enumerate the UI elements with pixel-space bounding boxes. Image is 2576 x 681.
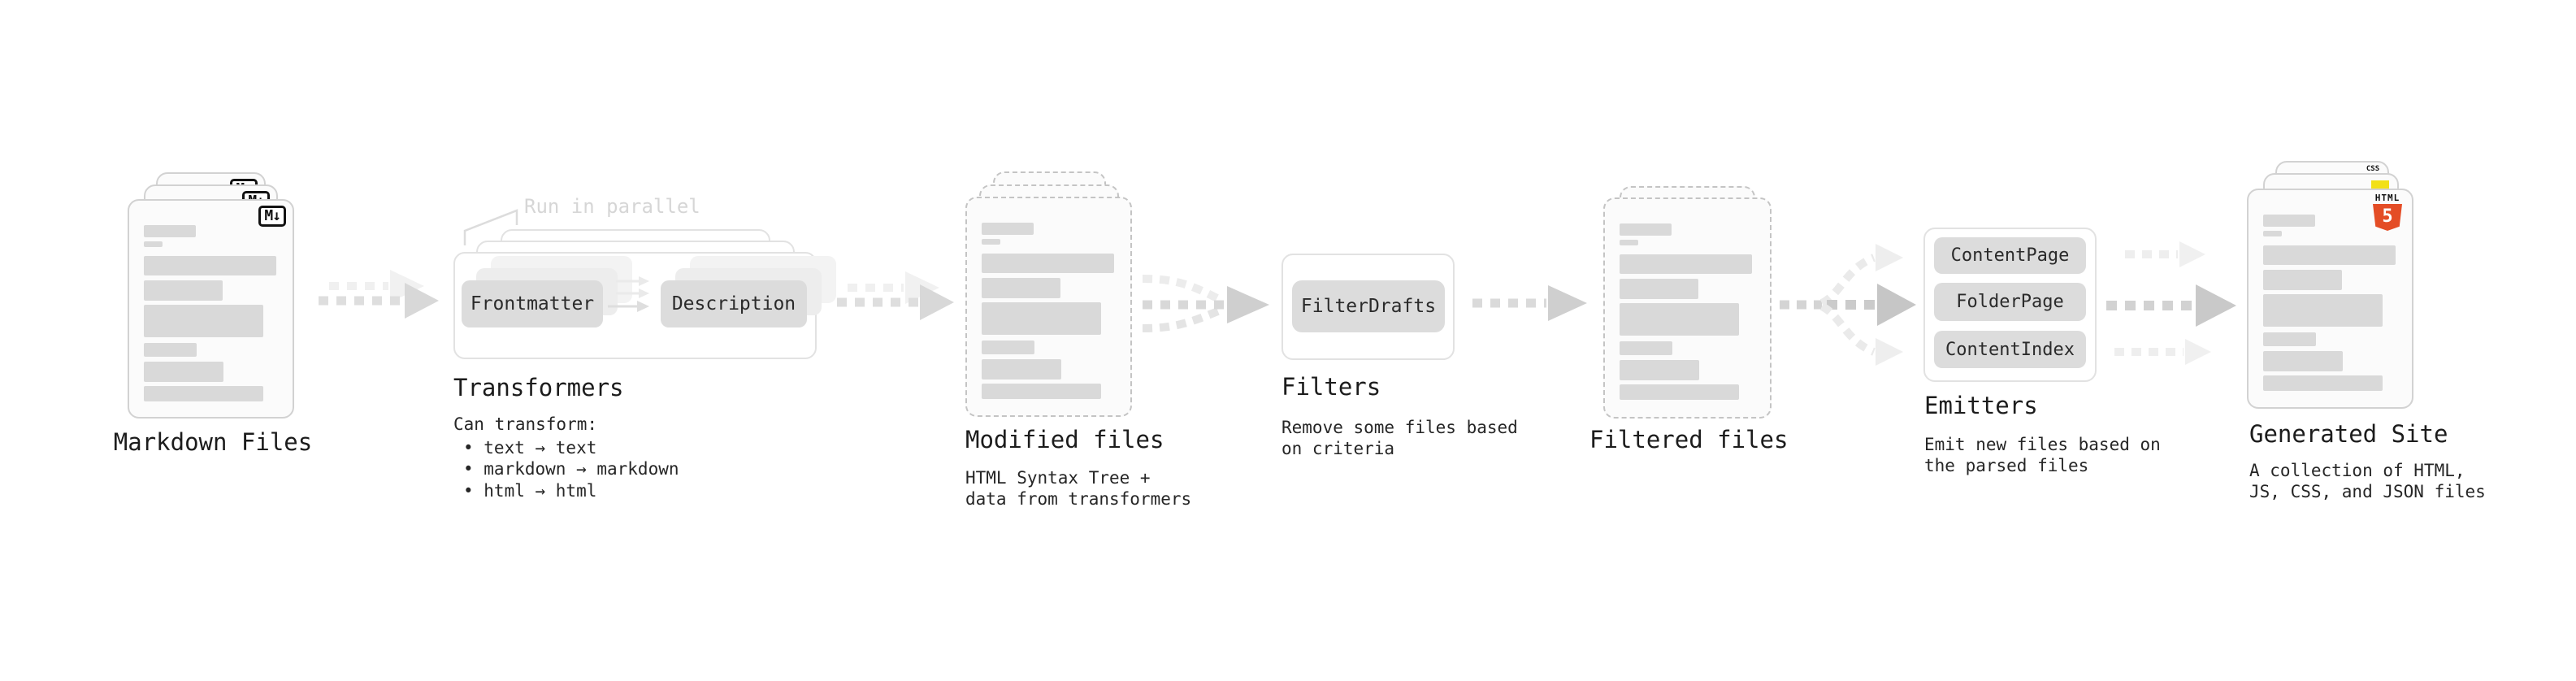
html5-icon-word: HTML xyxy=(2374,193,2400,203)
emitters-desc: Emit new files based on the parsed files xyxy=(1924,435,2161,476)
content-line-placeholder xyxy=(2263,351,2343,371)
markdown-icon: M↓ xyxy=(258,206,286,227)
content-line-placeholder xyxy=(2263,231,2282,236)
filters-title: Filters xyxy=(1281,373,1381,401)
filtered-files-label: Filtered files xyxy=(1589,426,1789,453)
content-line-placeholder xyxy=(144,343,197,357)
transformer-capability: • markdown → markdown xyxy=(463,459,679,479)
transformer-chip-frontmatter: Frontmatter xyxy=(462,280,603,327)
html5-icon: HTML 5 xyxy=(2370,193,2405,231)
arrow-emitters-to-site xyxy=(2106,241,2236,365)
content-line-placeholder xyxy=(982,239,1000,245)
emitter-chip-contentpage: ContentPage xyxy=(1934,237,2086,274)
markdown-files-label: Markdown Files xyxy=(113,428,313,456)
content-line-placeholder xyxy=(144,241,163,247)
content-line-placeholder xyxy=(982,359,1061,380)
content-line-placeholder xyxy=(1620,303,1739,336)
content-line-placeholder xyxy=(982,340,1034,354)
emitter-chip-contentindex: ContentIndex xyxy=(1934,331,2086,368)
content-line-placeholder xyxy=(2263,332,2316,346)
arrow-markdown-to-transformers xyxy=(319,270,439,319)
transformers-text: Transformers Can transform: • text → tex… xyxy=(453,375,679,501)
modified-files-label: Modified files xyxy=(965,426,1164,453)
file-content-placeholder xyxy=(129,201,293,417)
markdown-file-card: M↓ xyxy=(128,199,294,419)
arrow-transformers-to-modified xyxy=(837,271,954,320)
content-line-placeholder xyxy=(144,305,263,337)
desc-line: Remove some files based xyxy=(1281,418,1518,437)
content-line-placeholder xyxy=(2263,215,2315,227)
generated-site-label: Generated Site xyxy=(2249,420,2448,448)
content-line-placeholder xyxy=(144,280,223,301)
content-line-placeholder xyxy=(1620,341,1672,355)
desc-line: Emit new files based on xyxy=(1924,435,2161,454)
modified-files-text: Modified files HTML Syntax Tree + data f… xyxy=(965,427,1191,510)
modified-files-desc: HTML Syntax Tree + data from transformer… xyxy=(965,468,1191,510)
content-line-placeholder xyxy=(1620,360,1699,380)
content-line-placeholder xyxy=(2263,270,2342,290)
content-line-placeholder xyxy=(2263,375,2383,391)
generated-site-text: Generated Site A collection of HTML, JS,… xyxy=(2249,421,2486,502)
arrow-modified-to-filters-merge xyxy=(1142,275,1269,332)
emitter-chip-folderpage: FolderPage xyxy=(1934,283,2086,321)
site-file-card-html: HTML 5 xyxy=(2247,189,2413,409)
css-icon-label: CSS xyxy=(2366,165,2380,173)
content-line-placeholder xyxy=(982,302,1101,335)
generated-site-desc: A collection of HTML, JS, CSS, and JSON … xyxy=(2249,461,2486,502)
transformers-bullet-list: • text → text • markdown → markdown • ht… xyxy=(453,437,679,502)
desc-line: A collection of HTML, xyxy=(2249,461,2465,480)
modified-file-card xyxy=(965,197,1132,417)
arrow-filtered-to-emitters-split xyxy=(1780,244,1916,366)
transformer-capability: • text → text xyxy=(463,437,597,458)
desc-line: HTML Syntax Tree + xyxy=(965,468,1151,488)
content-line-placeholder xyxy=(1620,240,1638,245)
content-line-placeholder xyxy=(1620,384,1739,400)
javascript-icon xyxy=(2371,180,2389,189)
desc-line: data from transformers xyxy=(965,488,1192,509)
content-line-placeholder xyxy=(144,386,263,401)
emitters-title: Emitters xyxy=(1924,392,2038,419)
content-line-placeholder xyxy=(144,256,276,275)
transformer-chip-description: Description xyxy=(661,280,807,327)
content-line-placeholder xyxy=(1620,254,1752,274)
filter-chip-filterdrafts: FilterDrafts xyxy=(1292,280,1445,332)
file-content-placeholder xyxy=(2249,190,2412,407)
content-line-placeholder xyxy=(1620,279,1698,299)
transformer-capability: • html → html xyxy=(463,480,597,501)
file-content-placeholder xyxy=(1605,199,1770,417)
run-in-parallel-note: Run in parallel xyxy=(524,195,700,218)
content-line-placeholder xyxy=(982,223,1034,235)
desc-line: on criteria xyxy=(1281,438,1395,458)
transformers-title: Transformers xyxy=(453,374,624,401)
content-line-placeholder xyxy=(144,362,223,382)
filters-desc: Remove some files based on criteria xyxy=(1281,418,1518,459)
desc-line: the parsed files xyxy=(1924,455,2089,475)
content-line-placeholder xyxy=(982,254,1114,273)
emitters-text: Emitters Emit new files based on the par… xyxy=(1924,393,2161,476)
file-content-placeholder xyxy=(967,198,1130,415)
content-line-placeholder xyxy=(1620,223,1672,236)
content-line-placeholder xyxy=(982,278,1060,298)
filters-text: Filters Remove some files based on crite… xyxy=(1281,374,1518,459)
desc-line: JS, CSS, and JSON files xyxy=(2249,481,2486,501)
html5-icon-shield: 5 xyxy=(2373,204,2402,231)
arrow-filters-to-filtered xyxy=(1472,285,1587,321)
transformers-subtitle: Can transform: xyxy=(453,414,598,434)
content-line-placeholder xyxy=(2263,245,2396,265)
content-line-placeholder xyxy=(2263,294,2383,327)
content-line-placeholder xyxy=(982,384,1101,399)
filtered-file-card xyxy=(1603,197,1772,419)
content-line-placeholder xyxy=(144,225,196,237)
